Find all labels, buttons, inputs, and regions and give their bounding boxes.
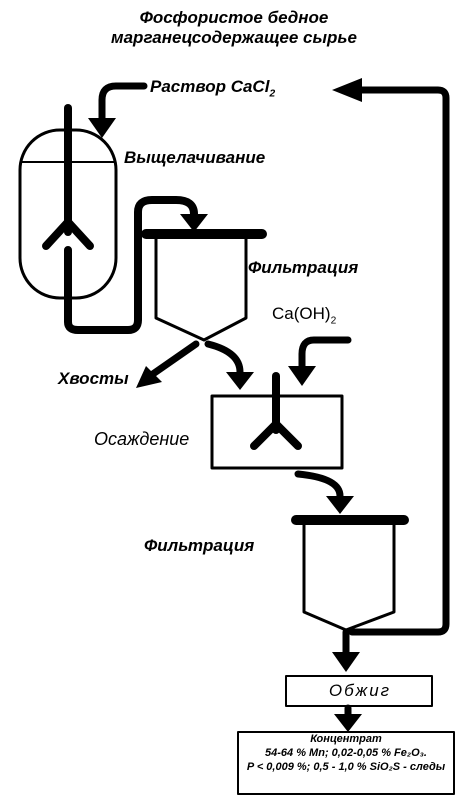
concentrate-line-1: 54-64 % Mn; 0,02-0,05 % Fe₂O₃.: [265, 747, 427, 760]
leaching-label: Выщелачивание: [124, 148, 266, 167]
concentrate-box: [237, 731, 455, 795]
cacl2-text: Раствор CaCl: [150, 77, 270, 96]
recycle-line: [348, 86, 450, 636]
roasting-label: Обжиг: [328, 681, 392, 700]
roasting-box: [285, 675, 433, 707]
caoh2-subscript: 2: [330, 315, 337, 327]
filtration-2-label: Фильтрация: [144, 536, 255, 555]
precipitation-label: Осаждение: [94, 429, 190, 449]
caoh2-feed-arrow: [298, 336, 352, 372]
precip-to-filter2-pipe: [294, 470, 344, 500]
filter1-to-precip-pipe: [204, 340, 244, 376]
leach-to-filter-pipe: [64, 196, 198, 334]
leaching-stirrer-blades: [42, 218, 94, 250]
raw-material-label: Фосфористое бедное марганецсодержащее сы…: [111, 8, 357, 48]
filtration-1-label: Фильтрация: [248, 258, 359, 277]
cacl2-label: Раствор CaCl2: [150, 77, 275, 100]
caoh2-label: Ca(OH)2: [272, 304, 336, 327]
tails-label: Хвосты: [58, 369, 129, 388]
caoh2-text: Ca(OH): [272, 304, 331, 323]
filter2-vessel: [302, 522, 396, 632]
cacl2-subscript: 2: [269, 88, 276, 100]
precip-stirrer-blades: [250, 420, 302, 450]
cacl2-feed-arrow: [98, 82, 148, 124]
filter1-vessel: [154, 236, 248, 342]
concentrate-line-2: P < 0,009 %; 0,5 - 1,0 % SiO₂S - следы: [246, 761, 446, 774]
tails-arrow: [146, 340, 200, 380]
concentrate-label: Концентрат 54-64 % Mn; 0,02-0,05 % Fe₂O₃…: [240, 732, 452, 774]
concentrate-title: Концентрат: [310, 733, 382, 745]
